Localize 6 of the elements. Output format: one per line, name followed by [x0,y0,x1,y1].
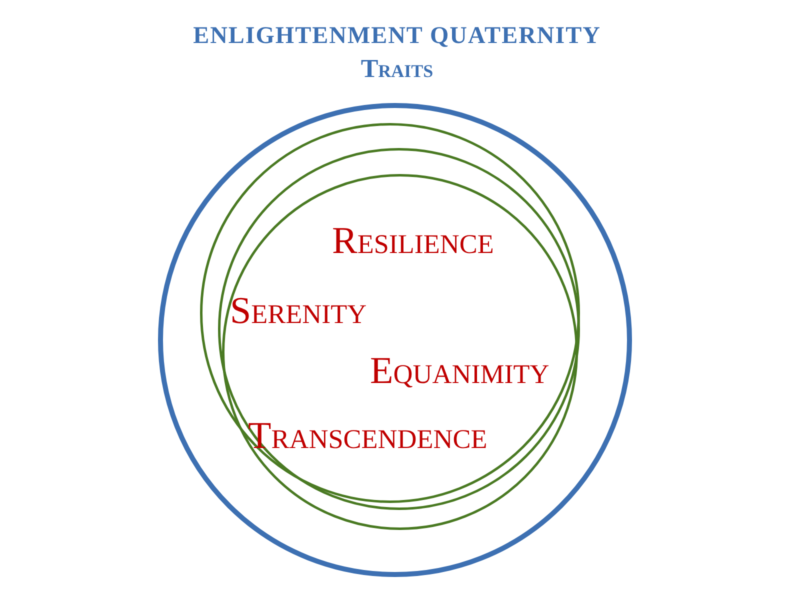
trait-label: Serenity [230,292,367,330]
trait-label: Equanimity [370,352,550,390]
title: ENLIGHTENMENT QUATERNITY [193,24,601,48]
trait-label: Resilience [332,222,494,260]
circle-outline [158,103,632,577]
subtitle: Traits [360,56,434,82]
